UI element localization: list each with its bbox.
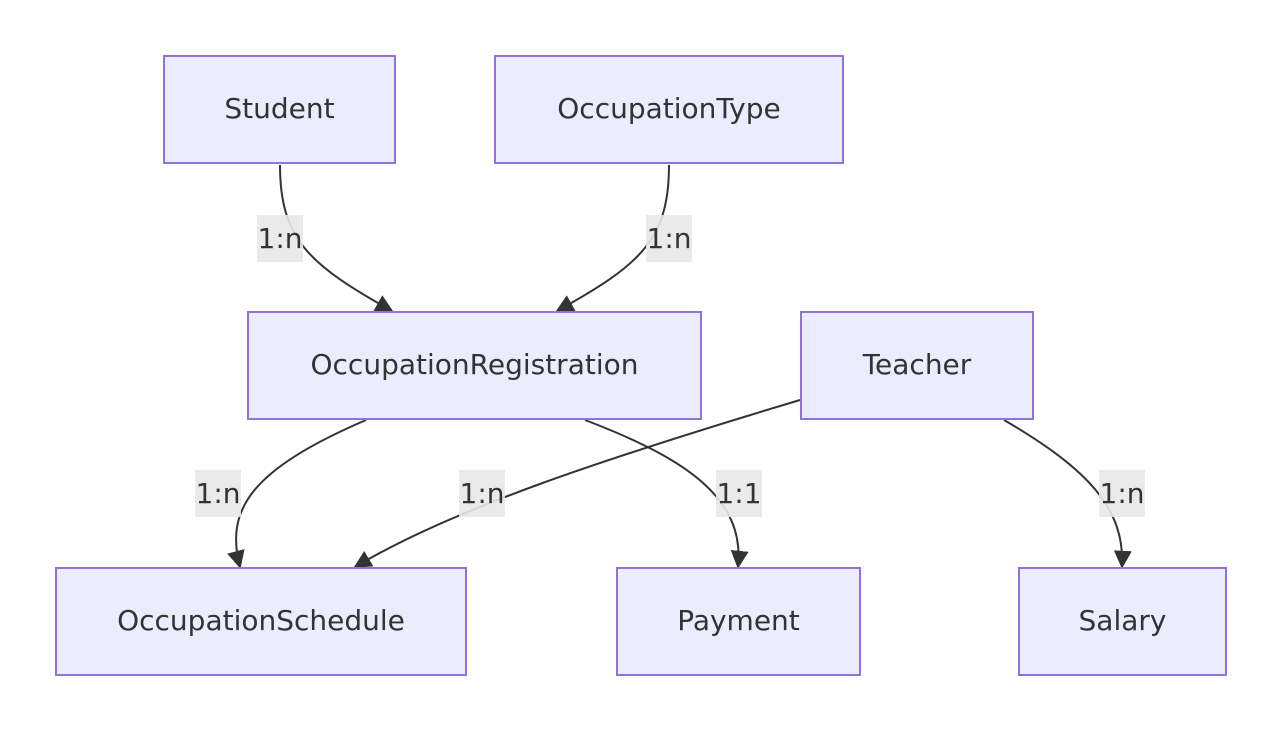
edge-registration-to-schedule [227,419,367,569]
node-salary[interactable]: Salary [1018,567,1227,676]
edge-label-student-registration: 1:n [257,215,303,262]
edge-label-registration-payment: 1:1 [716,470,762,517]
node-label: OccupationRegistration [311,348,639,381]
edge-labels: 1:n 1:n 1:n 1:n 1:1 1:n [195,215,1145,517]
edge-label-text: 1:n [258,222,303,255]
node-label: Payment [677,604,800,637]
node-occupation-registration[interactable]: OccupationRegistration [247,311,702,420]
edge-label-text: 1:n [460,477,505,510]
edge-label-text: 1:1 [716,477,761,510]
edge-label-registration-schedule: 1:n [195,470,241,517]
edge-occupationtype-to-registration [555,164,670,312]
nodes: Student OccupationType OccupationRegistr… [55,55,1227,676]
edge-label-text: 1:n [1100,477,1145,510]
edge-label-text: 1:n [647,222,692,255]
edge-label-text: 1:n [196,477,241,510]
node-occupation-type[interactable]: OccupationType [494,55,844,164]
edge-label-teacher-schedule: 1:n [459,470,505,517]
node-label: OccupationType [557,92,780,125]
node-label: Teacher [862,348,972,381]
edge-teacher-to-schedule [353,399,801,568]
node-payment[interactable]: Payment [616,567,861,676]
edge-student-to-registration [279,164,394,312]
edge-teacher-to-salary [1003,419,1132,569]
edge-label-occupationtype-registration: 1:n [646,215,692,262]
edge-label-teacher-salary: 1:n [1099,470,1145,517]
node-label: Student [224,92,334,125]
node-teacher[interactable]: Teacher [800,311,1034,420]
edges [227,164,1132,569]
edge-registration-to-payment [584,419,749,569]
node-label: Salary [1079,604,1167,637]
node-student[interactable]: Student [163,55,396,164]
node-label: OccupationSchedule [117,604,405,637]
node-occupation-schedule[interactable]: OccupationSchedule [55,567,467,676]
